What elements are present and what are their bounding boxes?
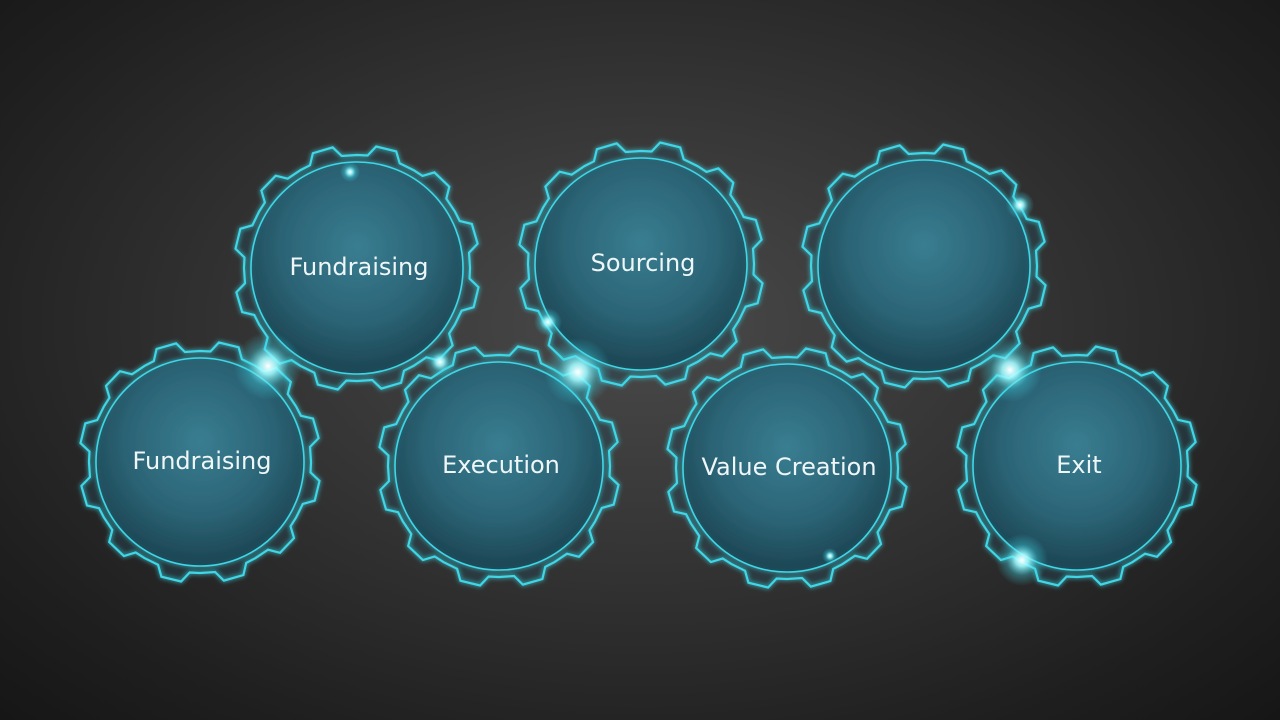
gear-fundraising-top: Fundraising xyxy=(234,145,480,391)
glow-flare xyxy=(996,534,1048,586)
gear-label-exit: Exit xyxy=(1056,451,1101,479)
gear-execution: Execution xyxy=(378,345,620,587)
gear-label-value-creation: Value Creation xyxy=(701,453,876,481)
gear-exit: Exit xyxy=(956,345,1198,587)
glow-flare xyxy=(534,308,562,336)
glow-flare xyxy=(1006,191,1034,219)
gear-label-fundraising-bottom: Fundraising xyxy=(132,447,271,475)
gear-label-execution: Execution xyxy=(442,451,560,479)
glow-flare xyxy=(424,346,456,378)
gear-label-sourcing: Sourcing xyxy=(591,249,696,277)
glow-flare xyxy=(978,338,1042,402)
gear-disc xyxy=(817,159,1031,373)
glow-flare xyxy=(822,548,838,564)
glow-flares xyxy=(234,162,1048,586)
gear-disc xyxy=(682,363,892,573)
gear-sourcing: Sourcing xyxy=(518,141,764,387)
gear-disc xyxy=(972,361,1182,571)
gear-disc xyxy=(534,157,748,371)
gear-disc xyxy=(394,361,604,571)
gear-blank xyxy=(801,143,1047,389)
gear-fundraising-bottom: Fundraising xyxy=(79,341,321,583)
glow-flare xyxy=(234,332,302,400)
gear-disc xyxy=(250,161,464,375)
glow-flare xyxy=(544,338,612,406)
gear-disc xyxy=(95,357,305,567)
gear-value-creation: Value Creation xyxy=(666,347,908,589)
glow-flare xyxy=(340,162,360,182)
gear-label-fundraising-top: Fundraising xyxy=(289,253,428,281)
